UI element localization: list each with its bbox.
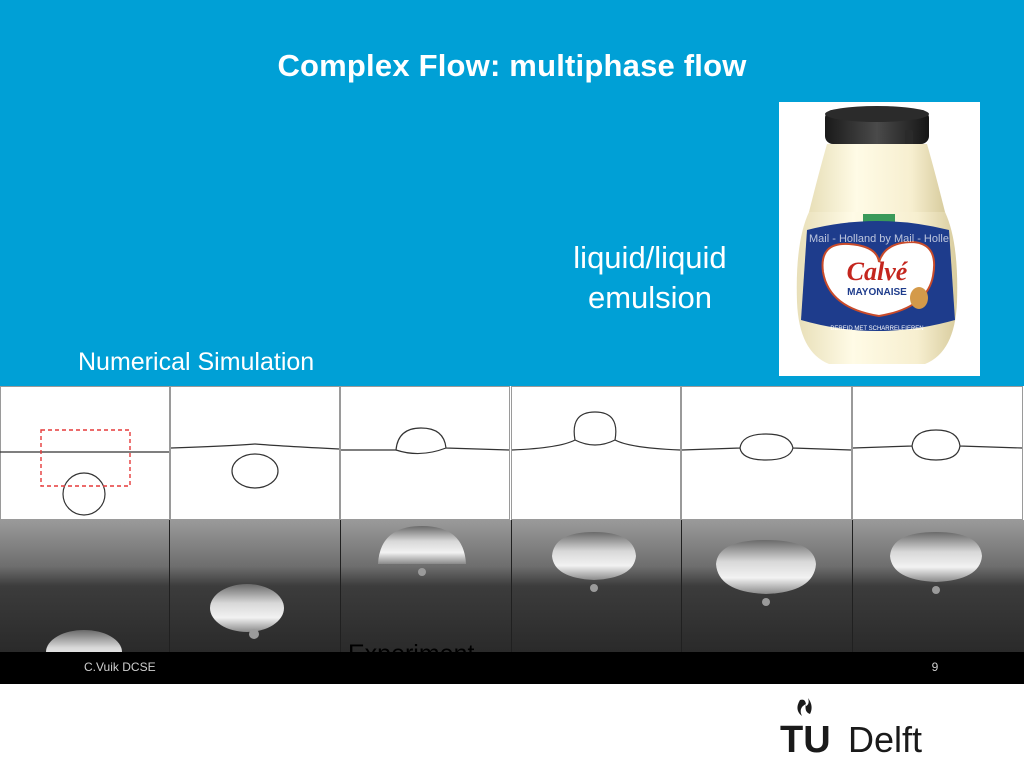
sim-frame-4	[511, 386, 681, 520]
mayonnaise-jar-image: Calvé MAYONAISE BEREID MET SCHARRELEIERE…	[779, 102, 980, 376]
simulation-sequence	[0, 386, 1024, 520]
sim-droplet-1	[62, 472, 106, 516]
emulsion-caption: liquid/liquid emulsion	[540, 238, 760, 318]
sim-interface-5	[681, 433, 852, 451]
footer-bar	[0, 652, 1024, 684]
exp-droplet-6	[890, 532, 982, 582]
exp-droplet-4	[552, 532, 636, 580]
emulsion-line-1: liquid/liquid	[573, 240, 727, 275]
page-number: 9	[931, 660, 939, 674]
sim-frame-6	[852, 386, 1023, 520]
sim-frame-3	[340, 386, 510, 520]
exp-droplet-1	[46, 630, 122, 652]
sim-droplet-3	[395, 447, 447, 455]
experiment-sequence	[0, 520, 1024, 652]
exp-droplet-3	[378, 526, 466, 564]
mayonnaise-jar-illustration: Calvé MAYONAISE BEREID MET SCHARRELEIERE…	[796, 106, 958, 364]
numerical-simulation-frames	[0, 386, 1024, 520]
sim-frame-1	[0, 386, 170, 520]
jar-neck	[809, 144, 945, 212]
footer-author: C.Vuik DCSE	[84, 660, 156, 674]
highlight-box	[40, 429, 131, 487]
jar-watermark: Mail - Holland by Mail - Holle	[809, 233, 949, 245]
numerical-simulation-label: Numerical Simulation	[78, 348, 315, 376]
logo-delft: Delft	[848, 719, 922, 758]
sim-droplet-6	[911, 445, 961, 461]
jar-brand: Calvé	[847, 257, 909, 286]
sim-droplet-4	[574, 439, 616, 446]
experiment-frames	[0, 520, 1024, 652]
experiment-label: Experiment	[348, 640, 474, 652]
jar-band-text: BEREID MET SCHARRELEIEREN	[830, 326, 923, 332]
jar-heart-label	[821, 240, 935, 318]
sim-frame-2	[170, 386, 340, 520]
exp-droplet-5	[716, 540, 816, 594]
sim-droplet-5	[739, 447, 794, 461]
sim-interface-2	[170, 443, 340, 450]
tudelft-logo: TU Delft	[780, 692, 950, 761]
tudelft-logo-mark: TU Delft	[780, 698, 922, 761]
sim-interface-3	[341, 427, 510, 451]
sim-interface-4	[511, 411, 681, 451]
sim-frame-5	[681, 386, 852, 520]
sim-droplet-2	[231, 453, 279, 489]
logo-tu: TU	[780, 719, 831, 758]
exp-droplet-2	[210, 584, 284, 632]
flame-icon	[797, 698, 812, 716]
jar-egg	[910, 287, 928, 309]
slide-title: Complex Flow: multiphase flow	[277, 48, 747, 83]
emulsion-line-2: emulsion	[587, 280, 713, 315]
sim-interface-6	[852, 429, 1023, 449]
jar-product: MAYONAISE	[847, 287, 907, 298]
